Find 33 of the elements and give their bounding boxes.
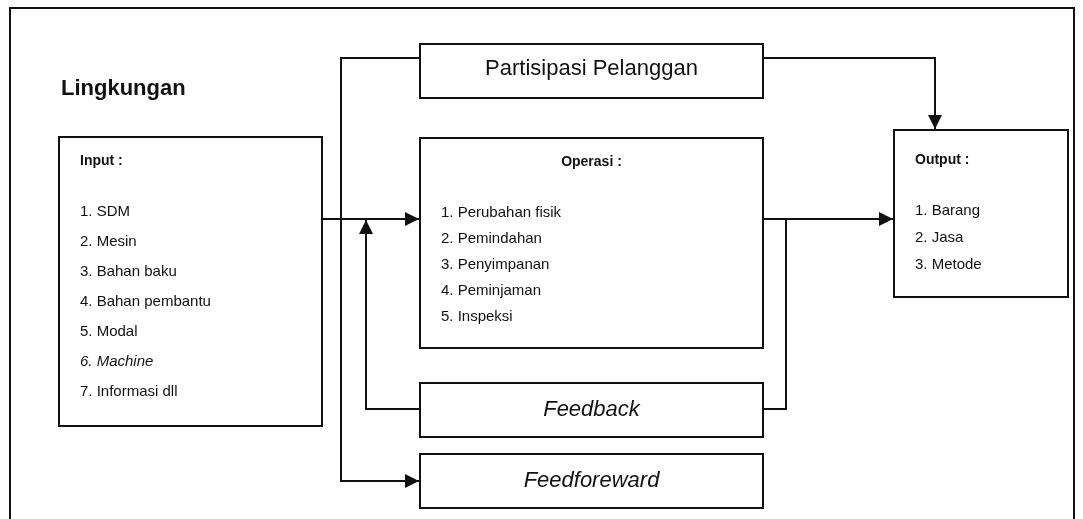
box-heading: Output :	[915, 151, 970, 168]
list-item: 6. Machine	[80, 352, 154, 370]
list-item: 3. Bahan baku	[80, 262, 177, 280]
list-item: 1. SDM	[80, 202, 130, 220]
feedback-box	[419, 382, 764, 438]
arrow	[359, 218, 420, 410]
process-box	[419, 137, 764, 349]
environment-frame	[9, 7, 1075, 519]
environment-heading: Lingkungan	[61, 75, 186, 102]
output-box	[893, 129, 1069, 298]
list-item: 7. Informasi dll	[80, 382, 178, 400]
box-title: Feedforeward	[522, 467, 661, 494]
list-item: 4. Bahan pembantu	[80, 292, 211, 310]
list-item: 1. Barang	[915, 201, 981, 219]
list-item: 5. Inspeksi	[441, 307, 513, 325]
arrow	[763, 57, 942, 130]
list-item: 1. Perubahan fisik	[441, 203, 562, 221]
input-box	[58, 136, 323, 427]
connector-line	[763, 218, 787, 410]
arrow	[322, 218, 420, 488]
list-item: 3. Metode	[915, 255, 982, 273]
box-heading: Input :	[80, 152, 123, 169]
box-title: Feedback	[542, 396, 642, 423]
box-title: Partisipasi Pelanggan	[484, 55, 699, 82]
list-item: 5. Modal	[80, 322, 138, 340]
list-item: 2. Mesin	[80, 232, 137, 250]
list-item: 3. Penyimpanan	[441, 255, 550, 273]
box-heading: Operasi :	[560, 153, 623, 170]
list-item: 2. Jasa	[915, 228, 964, 246]
list-item: 2. Pemindahan	[441, 229, 542, 247]
list-item: 4. Peminjaman	[441, 281, 542, 299]
process-box	[419, 43, 764, 99]
feedforward-box	[419, 453, 764, 509]
